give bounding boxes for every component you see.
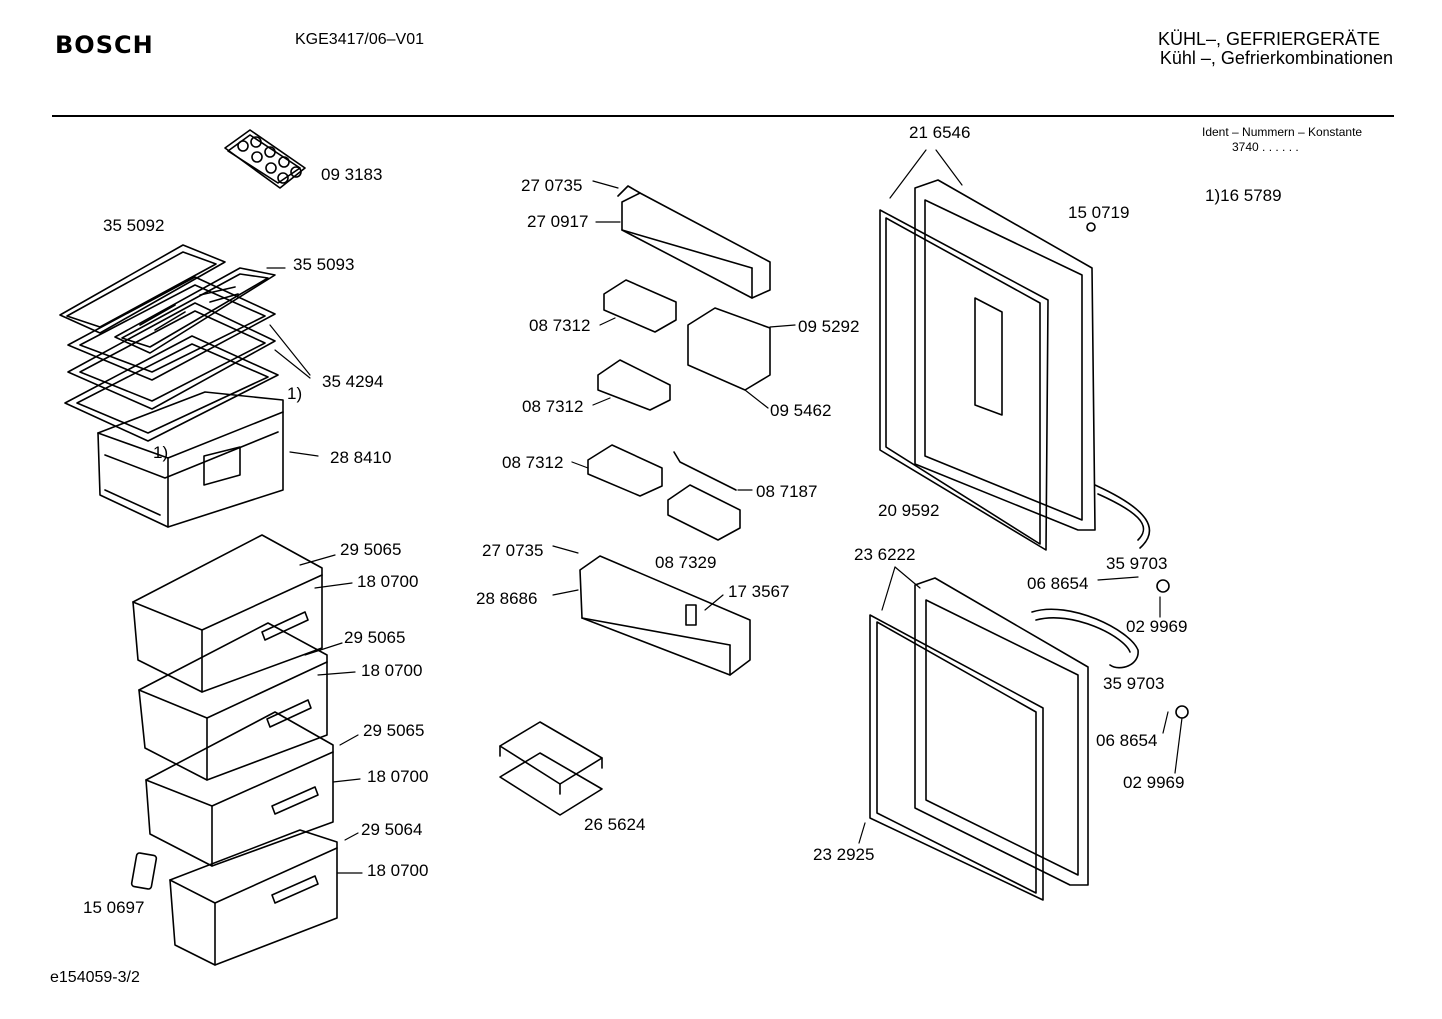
part-label: 23 6222: [854, 545, 916, 564]
crisper-drawers: [130, 534, 338, 966]
part-label: 06 8654: [1096, 731, 1158, 750]
part-label: 35 5092: [103, 216, 165, 235]
brand-logo: BOSCH: [55, 31, 154, 59]
header-divider: [52, 115, 1394, 117]
part-label: 35 9703: [1103, 674, 1165, 693]
footnote-marker: 1): [153, 443, 169, 462]
part-label: 08 7312: [529, 316, 591, 335]
part-label: 29 5065: [344, 628, 406, 647]
part-label: 20 9592: [878, 501, 940, 520]
part-label: 15 0719: [1068, 203, 1130, 222]
freezer-door: [869, 577, 1189, 901]
part-label: 29 5065: [363, 721, 425, 740]
footnote-note: 1)16 5789: [1205, 186, 1282, 205]
fridge-door: [879, 179, 1151, 551]
model-number: KGE3417/06–V01: [295, 31, 424, 48]
part-label: 02 9969: [1123, 773, 1185, 792]
chiller-drawer: [97, 391, 284, 528]
ident-value: 3740 . . . . . .: [1232, 140, 1299, 154]
part-label: 18 0700: [367, 767, 429, 786]
ice-packs: [499, 721, 603, 816]
part-label: 28 8410: [330, 448, 392, 467]
part-label: 27 0917: [527, 212, 589, 231]
part-label: 09 3183: [321, 165, 383, 184]
footnote-marker: 1): [287, 384, 303, 403]
part-label: 06 8654: [1027, 574, 1089, 593]
part-label: 35 5093: [293, 255, 355, 274]
part-label: 08 7329: [655, 553, 717, 572]
drawing-reference: e154059-3/2: [50, 969, 140, 986]
door-racks: [579, 185, 771, 676]
part-label: 08 7312: [502, 453, 564, 472]
part-label: 35 4294: [322, 372, 384, 391]
egg-tray: [224, 129, 306, 189]
leader-lines: [266, 149, 1183, 874]
part-label: 27 0735: [482, 541, 544, 560]
part-label: 17 3567: [728, 582, 790, 601]
part-label: 02 9969: [1126, 617, 1188, 636]
part-label: 29 5065: [340, 540, 402, 559]
part-label: 23 2925: [813, 845, 875, 864]
part-label: 28 8686: [476, 589, 538, 608]
part-label: 18 0700: [357, 572, 419, 591]
part-label: 08 7187: [756, 482, 818, 501]
category-title: KÜHL–, GEFRIERGERÄTE: [1157, 29, 1380, 49]
part-label: 18 0700: [361, 661, 423, 680]
category-subtitle: Kühl –, Gefrierkombinationen: [1159, 48, 1393, 68]
part-label: 26 5624: [584, 815, 646, 834]
part-label: 08 7312: [522, 397, 584, 416]
part-label: 09 5292: [798, 317, 860, 336]
part-label: 09 5462: [770, 401, 832, 420]
ident-label: Ident – Nummern – Konstante: [1202, 125, 1363, 139]
glass-shelves: [59, 244, 279, 442]
part-label: 21 6546: [909, 123, 971, 142]
part-label: 27 0735: [521, 176, 583, 195]
part-label: 35 9703: [1106, 554, 1168, 573]
part-label: 18 0700: [367, 861, 429, 880]
part-label: 15 0697: [83, 898, 145, 917]
part-label: 29 5064: [361, 820, 423, 839]
